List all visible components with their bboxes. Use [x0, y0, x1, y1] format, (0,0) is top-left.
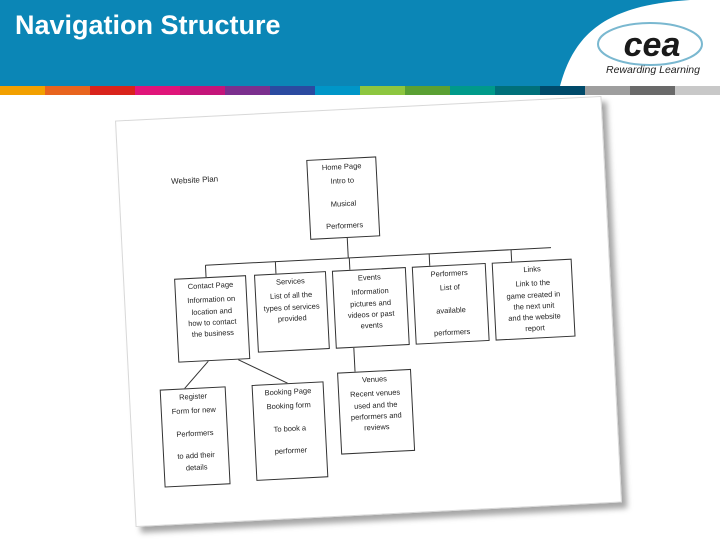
booking-page-title: Booking Page	[264, 386, 312, 398]
color-strip-segment	[585, 86, 630, 95]
logo-text: cea	[624, 26, 681, 64]
cea-logo: cea	[0, 0, 720, 91]
venues-box: Venues Recent venues used and the perfor…	[337, 368, 416, 455]
services-box: Services List of all the types of servic…	[253, 271, 330, 353]
performers-title: Performers	[430, 267, 468, 279]
events-box: Events Information pictures and videos o…	[331, 267, 410, 349]
register-title: Register	[178, 391, 208, 402]
booking-page-box: Booking Page Booking form To book a perf…	[251, 381, 329, 481]
color-strip	[0, 86, 720, 95]
register-body: Form for new Performers to add their det…	[171, 405, 217, 472]
logo-graphic: cea	[560, 0, 720, 86]
contact-page-box: Contact Page Information on location and…	[174, 275, 251, 363]
color-strip-segment	[90, 86, 135, 95]
booking-page-body: Booking form To book a performer	[266, 400, 311, 457]
color-strip-segment	[0, 86, 45, 95]
services-title: Services	[275, 276, 305, 287]
color-strip-segment	[135, 86, 180, 95]
color-strip-segment	[270, 86, 315, 95]
venues-body: Recent venues used and the performers an…	[349, 387, 402, 433]
color-strip-segment	[45, 86, 90, 95]
plan-paper: Website Plan Home Page Intro to Musical …	[115, 95, 622, 528]
color-strip-segment	[450, 86, 495, 95]
events-title: Events	[357, 272, 381, 283]
color-strip-segment	[180, 86, 225, 95]
color-strip-segment	[675, 86, 720, 95]
color-strip-segment	[360, 86, 405, 95]
color-strip-segment	[495, 86, 540, 95]
contact-page-title: Contact Page	[187, 279, 234, 292]
links-box: Links Link to the game created in the ne…	[491, 258, 576, 341]
venues-title: Venues	[361, 374, 388, 385]
home-page-title: Home Page	[321, 161, 362, 173]
connector-lines	[184, 237, 552, 389]
services-body: List of all the types of services provid…	[263, 290, 320, 324]
slide-title: Navigation Structure	[15, 10, 281, 40]
contact-page-body: Information on location and how to conta…	[187, 293, 237, 339]
color-strip-segment	[540, 86, 585, 95]
register-box: Register Form for new Performers to add …	[159, 386, 231, 488]
color-strip-segment	[630, 86, 675, 95]
links-title: Links	[523, 264, 542, 275]
links-body: Link to the game created in the next uni…	[506, 278, 561, 334]
website-plan-image: Website Plan Home Page Intro to Musical …	[115, 95, 622, 528]
color-strip-segment	[315, 86, 360, 95]
performers-box: Performers List of available performers	[411, 263, 490, 345]
home-page-box: Home Page Intro to Musical Performers	[306, 156, 381, 240]
events-body: Information pictures and videos or past …	[347, 286, 395, 331]
color-strip-segment	[405, 86, 450, 95]
logo-tagline: Rewarding Learning	[606, 64, 700, 76]
home-page-body: Intro to Musical Performers	[325, 175, 364, 232]
performers-body: List of available performers	[433, 282, 471, 338]
color-strip-segment	[225, 86, 270, 95]
